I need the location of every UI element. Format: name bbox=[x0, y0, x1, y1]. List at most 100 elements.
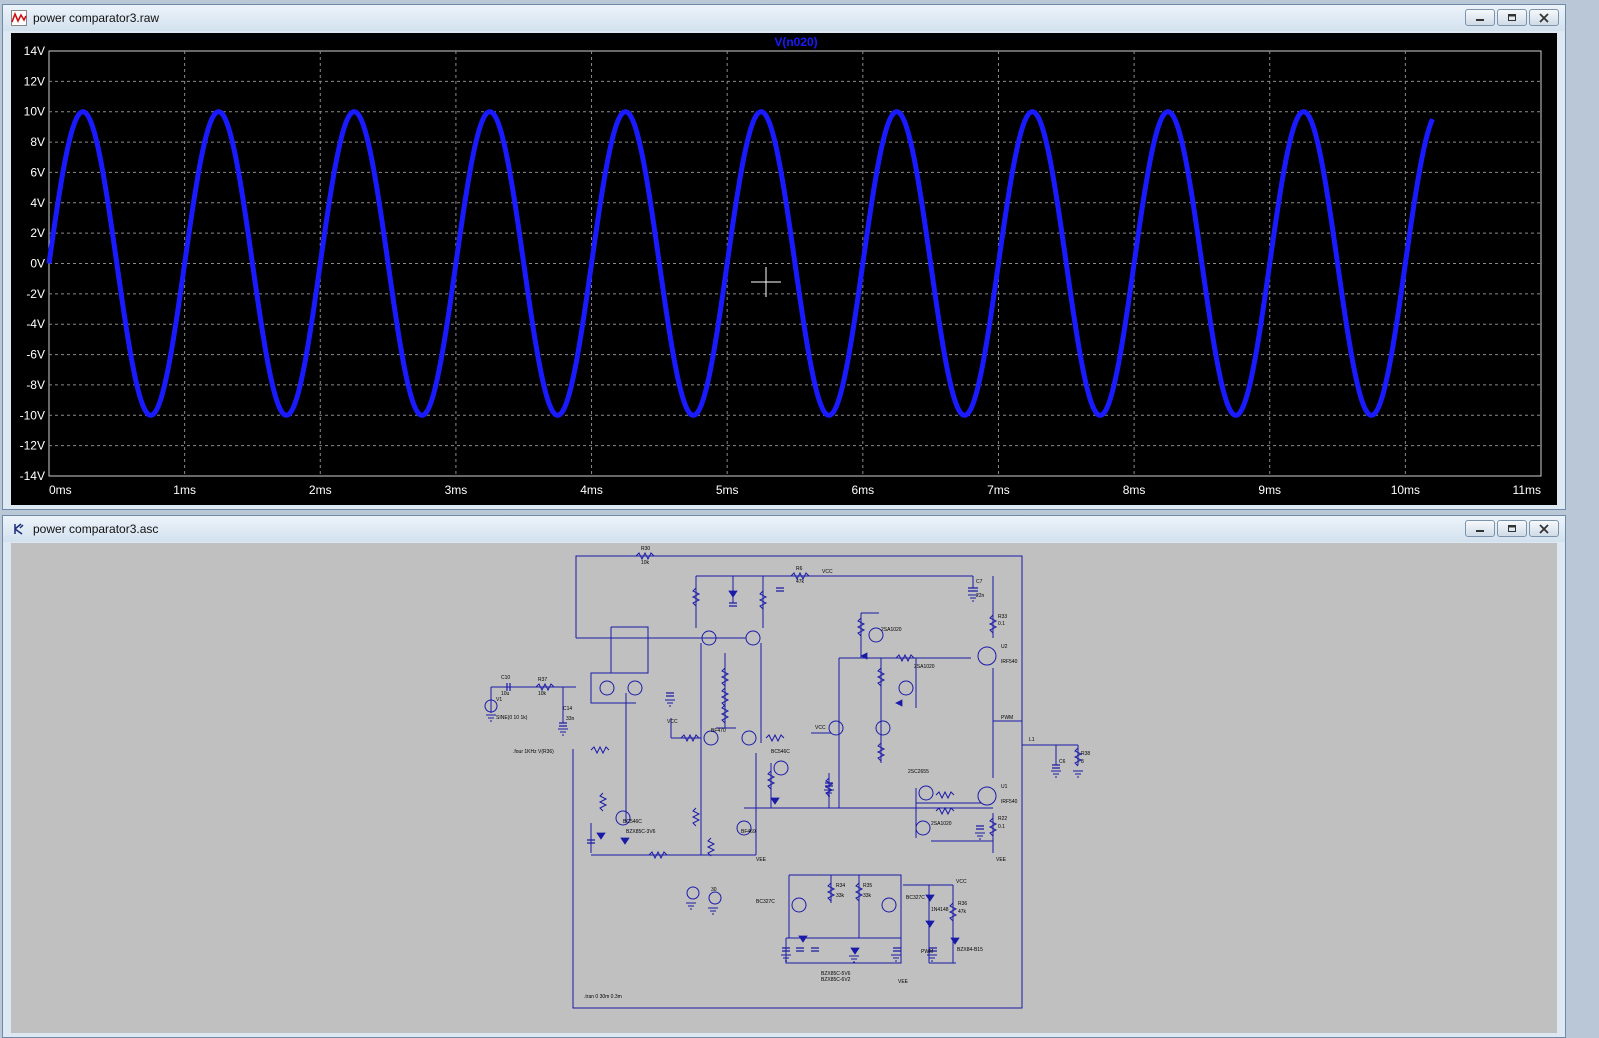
resistor-r12 bbox=[691, 807, 701, 827]
x-tick-label: 2ms bbox=[309, 483, 332, 497]
minimize-icon bbox=[1476, 19, 1484, 21]
resistor-r3 bbox=[598, 792, 608, 812]
plot-window-title: power comparator3.raw bbox=[33, 11, 160, 25]
resistor-r22 bbox=[988, 817, 998, 837]
label-q14: BC327C bbox=[906, 895, 925, 901]
diodes bbox=[596, 590, 960, 955]
y-tick-label: -6V bbox=[26, 348, 45, 362]
label-c6: C6 bbox=[1059, 759, 1066, 765]
y-tick-label: 10V bbox=[24, 105, 45, 119]
label-r33: R33 bbox=[998, 614, 1007, 620]
diode-d7 bbox=[895, 699, 903, 707]
schematic-minimize-button[interactable] bbox=[1465, 520, 1495, 537]
label-q10: 2SA1020 bbox=[931, 821, 952, 827]
resistor-r11 bbox=[766, 770, 776, 790]
resistor-r20 bbox=[935, 790, 955, 800]
maximize-button[interactable] bbox=[1497, 9, 1527, 26]
y-tick-label: 2V bbox=[30, 226, 45, 240]
net-vee-right: VEE bbox=[996, 857, 1007, 863]
x-tick-label: 11ms bbox=[1513, 483, 1541, 497]
x-tick-label: 3ms bbox=[445, 483, 468, 497]
y-tick-label: -12V bbox=[20, 439, 45, 453]
close-button[interactable] bbox=[1529, 9, 1559, 26]
label-u2: U2 bbox=[1001, 644, 1008, 650]
label-u1: U1 bbox=[1001, 784, 1008, 790]
capacitor-c1 bbox=[587, 839, 595, 844]
label-zener-5v6: BZX85C-5V6 bbox=[821, 971, 851, 977]
diode-d3 bbox=[728, 590, 738, 598]
label-r6-value: 47k bbox=[796, 579, 805, 585]
label-r35: R35 bbox=[863, 883, 872, 889]
waveform-icon bbox=[11, 10, 27, 26]
label-c14: C14 bbox=[563, 706, 572, 712]
trace-label[interactable]: V(n020) bbox=[774, 35, 817, 49]
label-q11: 2SA1020 bbox=[914, 664, 935, 670]
label-c14-value: 33n bbox=[566, 716, 575, 722]
net-vee-mid: VEE bbox=[756, 857, 767, 863]
capacitor-c3 bbox=[825, 782, 833, 787]
resistor-r30b bbox=[590, 745, 610, 755]
x-tick-label: 1ms bbox=[173, 483, 196, 497]
capacitor-c16 bbox=[796, 947, 804, 952]
capacitor-c13 bbox=[929, 947, 937, 952]
label-r22: R22 bbox=[998, 816, 1007, 822]
resistor-r7 bbox=[720, 667, 730, 687]
label-r38: R38 bbox=[1081, 751, 1090, 757]
y-tick-label: -10V bbox=[20, 408, 45, 422]
y-tick-label: -2V bbox=[26, 287, 45, 301]
circuit-schematic[interactable]: R30 10k R6 47k C7 22n R33 0.1 U2 IRF540 … bbox=[11, 543, 1557, 1033]
schematic-canvas[interactable]: R30 10k R6 47k C7 22n R33 0.1 U2 IRF540 … bbox=[11, 543, 1557, 1033]
label-v1: V1 bbox=[496, 697, 502, 703]
label-r37-value: 10k bbox=[538, 691, 547, 697]
voltage-source-v3 bbox=[708, 891, 722, 905]
schematic-window[interactable]: power comparator3.asc bbox=[2, 515, 1566, 1038]
close-icon bbox=[1539, 13, 1549, 23]
label-r36: R36 bbox=[958, 901, 967, 907]
y-tick-label: -8V bbox=[26, 378, 45, 392]
label-zener-6v2: BZX85C-6V2 bbox=[821, 977, 851, 983]
schematic-close-button[interactable] bbox=[1529, 520, 1559, 537]
resistor-r21 bbox=[935, 806, 955, 816]
minimize-icon bbox=[1476, 530, 1484, 532]
series-trace-vn020[interactable] bbox=[46, 109, 1435, 418]
resistor-r34 bbox=[826, 882, 836, 902]
restore-icon bbox=[1508, 14, 1516, 21]
label-c7-value: 22n bbox=[976, 593, 985, 599]
diode-d5 bbox=[860, 652, 868, 660]
net-pwm-bottom: PWM bbox=[921, 949, 933, 955]
resistor-r2b bbox=[648, 850, 668, 860]
diode-d1 bbox=[596, 832, 606, 840]
net-vcc-left: VCC bbox=[667, 719, 678, 725]
label-q8: BC546C bbox=[771, 749, 790, 755]
close-icon bbox=[1539, 524, 1549, 534]
label-c10-value: 10u bbox=[501, 691, 510, 697]
schematic-maximize-button[interactable] bbox=[1497, 520, 1527, 537]
ground-symbols bbox=[486, 594, 1083, 963]
y-tick-label: 8V bbox=[30, 135, 45, 149]
net-vee-bottom: VEE bbox=[898, 979, 909, 985]
resistor-r10 bbox=[895, 653, 915, 663]
resistor-r36 bbox=[948, 902, 958, 922]
directive-four: .four 1KHz V(R36) bbox=[513, 749, 554, 755]
resistor-r14 bbox=[680, 733, 700, 743]
plot-window-titlebar[interactable]: power comparator3.raw bbox=[3, 5, 1565, 31]
restore-icon bbox=[1508, 525, 1516, 532]
resistor-r4 bbox=[691, 587, 701, 607]
directive-tran: .tran 0 30m 0.3m bbox=[584, 994, 622, 1000]
net-pwm-right: PWM bbox=[1001, 715, 1013, 721]
label-d-part: 1N4148 bbox=[931, 907, 949, 913]
schematic-window-titlebar[interactable]: power comparator3.asc bbox=[3, 516, 1565, 542]
minimize-button[interactable] bbox=[1465, 9, 1495, 26]
x-tick-label: 10ms bbox=[1391, 483, 1420, 497]
mosfet-u2 bbox=[977, 646, 997, 666]
x-tick-label: 7ms bbox=[987, 483, 1010, 497]
waveform-chart[interactable]: 14V12V10V8V6V4V2V0V-2V-4V-6V-8V-10V-12V-… bbox=[11, 33, 1557, 505]
resistor-r30 bbox=[635, 551, 655, 561]
y-tick-label: 6V bbox=[30, 165, 45, 179]
label-r37: R37 bbox=[538, 677, 547, 683]
label-r6: R6 bbox=[796, 566, 803, 572]
label-r22-value: 0.1 bbox=[998, 824, 1005, 830]
